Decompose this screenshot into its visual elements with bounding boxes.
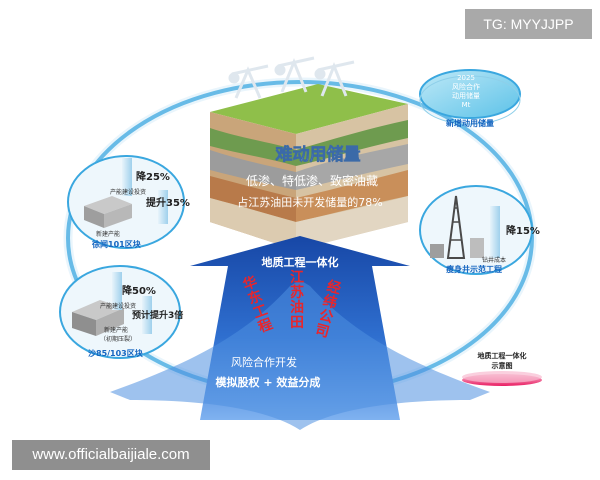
svg-text:江苏油田: 江苏油田 <box>290 269 304 331</box>
demo-name: 瘦身井示范工程 <box>446 264 502 274</box>
xuwen-block-illustration <box>67 155 185 249</box>
website-watermark: www.officialbaijiale.com <box>12 440 210 470</box>
new-reserves-disk <box>419 69 521 125</box>
sha-block-name: 沙85/103区块 <box>88 348 144 358</box>
pump-jack-icon <box>228 56 355 99</box>
geological-block <box>210 84 408 250</box>
party-jiangsu-oilfield: 江苏油田 <box>290 269 304 331</box>
sha-capacity-stat: 预计提升3倍 <box>132 309 183 321</box>
sha-invest-label: 产能建设投资 <box>100 302 136 310</box>
disk-line-3: 动用储量 <box>452 91 480 100</box>
arrow-line-1: 风险合作开发 <box>231 355 297 369</box>
sha-block-illustration <box>59 265 181 359</box>
integration-arrow <box>110 236 490 430</box>
arrow-top-label: 地质工程一体化 <box>262 255 339 269</box>
xuwen-capacity-label: 新建产能 <box>96 230 120 238</box>
svg-text:华东工程: 华东工程 <box>241 273 275 336</box>
legend-line-2: 示意图 <box>491 361 513 370</box>
xuwen-capacity-stat: 提升35% <box>146 196 190 209</box>
demo-stat-label: 钻井成本 <box>482 256 506 264</box>
core-title: 难动用储量 <box>275 144 361 165</box>
core-line-2: 占江苏油田未开发储量的78% <box>237 195 382 209</box>
slim-hole-demo-illustration <box>419 185 533 275</box>
xuwen-block-name: 徐闻101区块 <box>91 239 142 249</box>
core-line-1: 低渗、特低渗、致密油藏 <box>246 173 378 188</box>
sha-capacity-label-2: （初期压裂） <box>100 335 136 343</box>
disk-line-2: 风险合作 <box>452 82 480 91</box>
xuwen-invest-stat: 降25% <box>136 170 170 183</box>
corner-tag: TG: MYYJJPP <box>465 9 592 39</box>
disk-label: 新增动用储量 <box>446 118 494 128</box>
demo-stat: 降15% <box>506 224 540 237</box>
sha-capacity-label-1: 新建产能 <box>104 326 128 334</box>
disk-line-4: Mt <box>462 101 471 109</box>
party-huadong-engineering: 华东工程 <box>241 273 275 336</box>
legend-line-1: 地质工程一体化 <box>478 351 527 360</box>
disk-line-1: 2025 <box>457 74 475 82</box>
xuwen-invest-label: 产能建设投资 <box>110 188 146 196</box>
arrow-line-2: 模拟股权 + 效益分成 <box>216 375 321 389</box>
legend-pad <box>462 371 542 386</box>
svg-text:经纬公司: 经纬公司 <box>313 277 343 341</box>
sha-invest-stat: 降50% <box>122 284 156 297</box>
party-jingwei-company: 经纬公司 <box>313 277 343 341</box>
